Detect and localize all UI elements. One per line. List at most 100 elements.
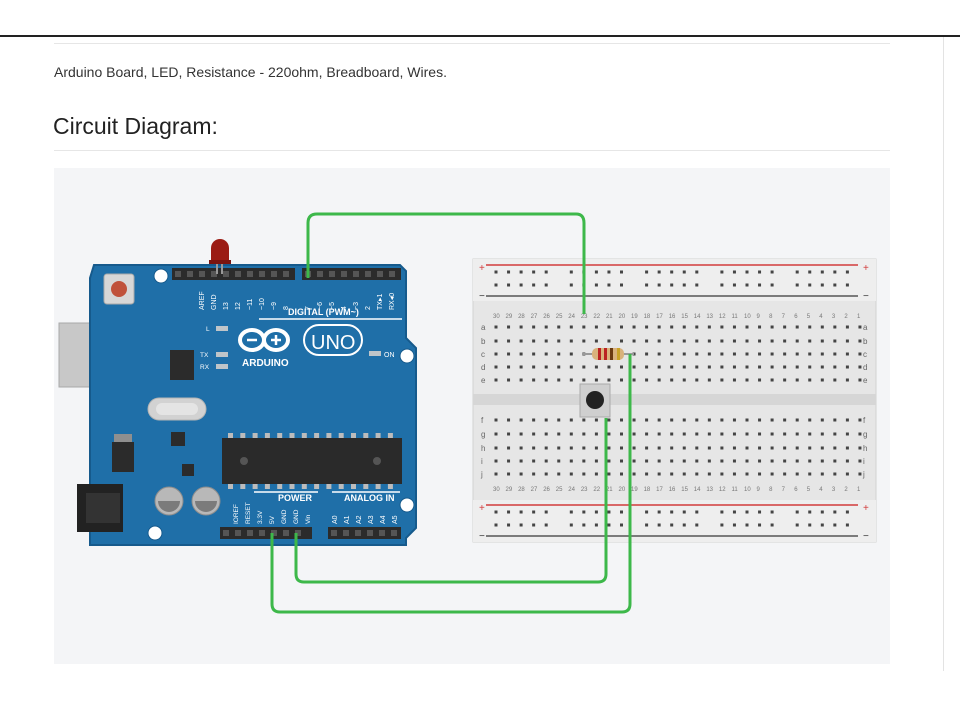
terminal-hole bbox=[682, 432, 686, 436]
terminal-hole bbox=[695, 365, 699, 369]
chip-pin bbox=[351, 433, 356, 438]
terminal-hole bbox=[820, 446, 824, 450]
pin-label: IOREF bbox=[233, 504, 240, 524]
terminal-hole bbox=[770, 418, 774, 422]
terminal-hole bbox=[607, 418, 611, 422]
terminal-hole bbox=[808, 418, 812, 422]
rail-hole bbox=[833, 510, 837, 514]
rail-hole bbox=[720, 510, 724, 514]
terminal-hole bbox=[770, 365, 774, 369]
terminal-hole bbox=[620, 446, 623, 450]
pin-label: A2 bbox=[356, 515, 363, 524]
terminal-hole bbox=[519, 418, 523, 422]
rail-plus: + bbox=[479, 503, 485, 514]
column-number: 5 bbox=[807, 487, 811, 493]
terminal-hole bbox=[682, 459, 686, 463]
row-letter: e bbox=[863, 376, 868, 385]
terminal-hole bbox=[795, 459, 799, 463]
row-letter: h bbox=[481, 444, 485, 453]
pin-label: AREF bbox=[199, 291, 206, 310]
rail-hole bbox=[645, 510, 649, 514]
rail-hole bbox=[569, 523, 573, 527]
column-number: 14 bbox=[694, 487, 701, 493]
terminal-hole bbox=[795, 339, 799, 343]
terminal-hole bbox=[783, 418, 787, 422]
push-button-cap bbox=[586, 391, 604, 409]
pin-hole bbox=[259, 530, 265, 536]
column-number: 10 bbox=[744, 487, 751, 493]
terminal-hole bbox=[607, 339, 611, 343]
sidebar-divider bbox=[943, 37, 944, 671]
terminal-hole bbox=[758, 472, 762, 476]
chip-pin bbox=[289, 433, 295, 438]
terminal-hole bbox=[745, 378, 749, 382]
terminal-hole bbox=[833, 365, 837, 369]
terminal-hole bbox=[544, 325, 548, 329]
terminal-hole bbox=[833, 339, 837, 343]
column-number: 10 bbox=[744, 314, 751, 320]
pin-label: A0 bbox=[332, 515, 339, 524]
terminal-hole bbox=[670, 325, 674, 329]
terminal-hole bbox=[632, 472, 636, 476]
column-number: 14 bbox=[694, 314, 701, 320]
terminal-hole bbox=[670, 432, 674, 436]
terminal-hole bbox=[682, 446, 686, 450]
rail-hole bbox=[670, 510, 674, 514]
terminal-hole bbox=[594, 432, 598, 436]
row-letter: g bbox=[481, 430, 485, 439]
column-number: 15 bbox=[681, 314, 688, 320]
chip-pin bbox=[387, 433, 393, 438]
terminal-hole bbox=[845, 339, 849, 343]
column-number: 13 bbox=[706, 314, 713, 320]
column-number: 9 bbox=[757, 314, 761, 320]
terminal-hole bbox=[657, 418, 661, 422]
row-letter: g bbox=[863, 430, 867, 439]
rail-hole bbox=[833, 523, 837, 527]
terminal-hole bbox=[657, 472, 661, 476]
rail-hole bbox=[770, 523, 774, 527]
terminal-hole bbox=[682, 378, 686, 382]
terminal-hole bbox=[670, 365, 674, 369]
terminal-hole bbox=[720, 472, 724, 476]
pin-label: ~10 bbox=[259, 298, 266, 310]
terminal-hole bbox=[833, 446, 837, 450]
terminal-hole bbox=[770, 446, 774, 450]
terminal-hole bbox=[820, 432, 824, 436]
terminal-hole bbox=[670, 472, 674, 476]
terminal-hole bbox=[845, 378, 849, 382]
rail-hole bbox=[657, 283, 661, 287]
rail-hole bbox=[594, 283, 598, 287]
terminal-hole bbox=[720, 365, 724, 369]
pin-hole bbox=[271, 271, 277, 277]
terminal-hole bbox=[758, 365, 762, 369]
terminal-hole bbox=[808, 378, 812, 382]
column-number: 8 bbox=[769, 487, 773, 493]
pin-label: RESET bbox=[245, 502, 252, 524]
column-number: 9 bbox=[757, 487, 761, 493]
terminal-hole bbox=[620, 459, 623, 463]
chip-pin bbox=[252, 433, 258, 438]
terminal-hole bbox=[820, 339, 824, 343]
terminal-hole bbox=[632, 378, 636, 382]
rail-hole bbox=[745, 270, 749, 274]
terminal-hole bbox=[783, 446, 787, 450]
column-number: 22 bbox=[593, 314, 600, 320]
terminal-hole bbox=[507, 352, 511, 356]
terminal-hole bbox=[720, 418, 724, 422]
row-letter: h bbox=[863, 444, 867, 453]
terminal-hole bbox=[820, 365, 824, 369]
terminal-hole bbox=[532, 365, 536, 369]
pin-hole bbox=[295, 530, 301, 536]
chip-pin bbox=[338, 433, 344, 438]
rail-hole bbox=[695, 270, 699, 274]
reset-button-cap bbox=[111, 281, 127, 297]
column-number: 26 bbox=[543, 314, 550, 320]
rail-hole bbox=[770, 283, 774, 287]
rail-hole bbox=[620, 523, 623, 527]
terminal-hole bbox=[820, 418, 824, 422]
terminal-hole bbox=[858, 472, 862, 476]
column-number: 2 bbox=[844, 314, 848, 320]
